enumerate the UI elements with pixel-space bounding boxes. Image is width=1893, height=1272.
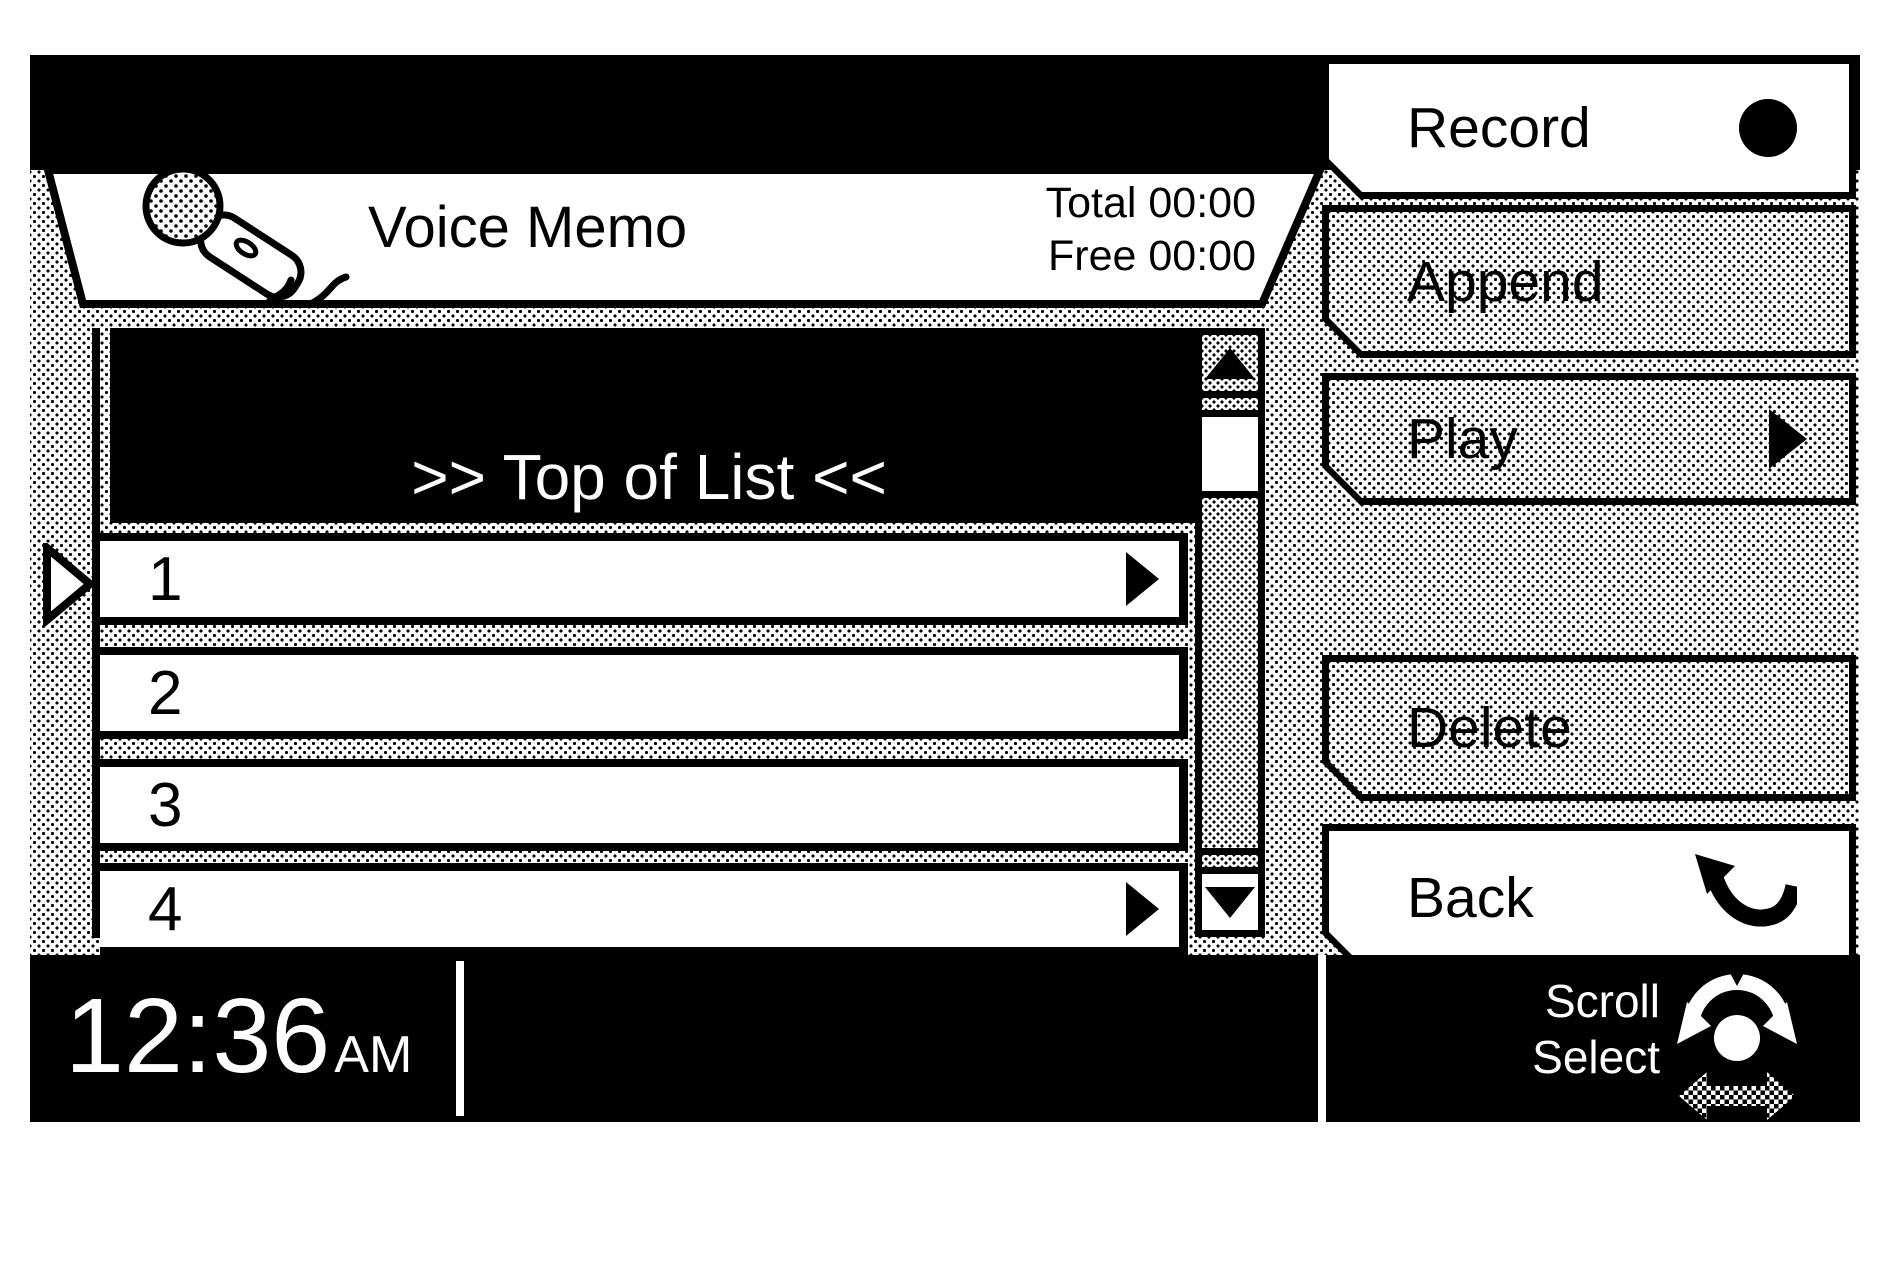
scroll-label: Scroll: [1544, 975, 1660, 1027]
list-item-label: 3: [148, 770, 183, 840]
scrollbar-thumb[interactable]: [1202, 417, 1258, 498]
play-button[interactable]: Play: [1322, 373, 1856, 505]
scrollbar[interactable]: [1195, 328, 1265, 937]
back-button-label: Back: [1407, 866, 1534, 930]
list-item-label: 1: [148, 544, 183, 614]
list-item[interactable]: 3: [100, 759, 1188, 851]
total-time: Total 00:00: [1045, 179, 1256, 227]
record-icon: [1739, 99, 1797, 157]
status-divider: [1318, 955, 1326, 1122]
status-divider: [456, 961, 464, 1116]
top-of-list-label: >> Top of List <<: [411, 441, 887, 513]
scrollbar-gap: [1202, 398, 1258, 417]
append-button-label: Append: [1407, 249, 1604, 314]
page-title: Voice Memo: [368, 195, 688, 260]
free-time: Free 00:00: [1048, 232, 1256, 280]
list-item-label: 2: [148, 658, 183, 728]
infotainment-screen: Voice Memo Total 00:00 Free 00:00 Record…: [30, 55, 1860, 1122]
clock-meridiem: AM: [334, 1026, 413, 1084]
scroll-select-knob-icon: [1677, 960, 1797, 1120]
status-bar: 12:36 AM Scroll Select: [30, 955, 1860, 1122]
scroll-down-icon: [1205, 886, 1255, 918]
append-button[interactable]: Append: [1322, 205, 1856, 358]
selection-cursor-icon: [43, 543, 97, 627]
play-button-label: Play: [1407, 407, 1518, 471]
clock-time: 12:36: [65, 977, 331, 1095]
back-button[interactable]: Back: [1322, 824, 1856, 972]
play-icon: [1769, 409, 1807, 469]
record-button[interactable]: Record: [1322, 57, 1856, 199]
header-tab: [42, 166, 1327, 308]
microphone-icon: [142, 165, 350, 308]
scrollbar-gap: [1202, 848, 1258, 867]
item-arrow-icon: [1126, 882, 1159, 936]
top-of-list-row[interactable]: >> Top of List <<: [110, 328, 1197, 523]
item-arrow-icon: [1126, 552, 1159, 606]
memo-times: Total 00:00 Free 00:00: [960, 177, 1256, 283]
scroll-up-button[interactable]: [1202, 335, 1258, 398]
list-item[interactable]: 4: [100, 863, 1188, 955]
list-item[interactable]: 1: [100, 533, 1188, 625]
back-arrow-icon: [1695, 854, 1797, 942]
scroll-up-icon: [1205, 347, 1255, 379]
delete-button[interactable]: Delete: [1322, 655, 1856, 801]
list-item-label: 4: [148, 874, 183, 944]
delete-button-label: Delete: [1407, 696, 1572, 760]
scrollbar-track[interactable]: [1202, 498, 1258, 848]
list-item[interactable]: 2: [100, 647, 1188, 739]
record-button-label: Record: [1407, 96, 1591, 160]
knob-labels: Scroll Select: [1360, 973, 1660, 1085]
list-left-border: [92, 328, 100, 938]
clock: 12:36 AM: [65, 983, 412, 1089]
select-label: Select: [1532, 1031, 1660, 1083]
scroll-down-button[interactable]: [1202, 867, 1258, 930]
